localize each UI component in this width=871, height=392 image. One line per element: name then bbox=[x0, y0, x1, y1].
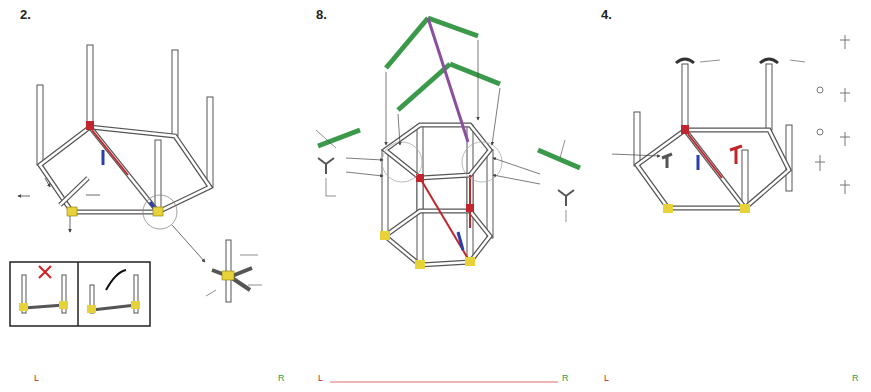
side-marker: R bbox=[852, 374, 859, 383]
step-figure bbox=[316, 18, 580, 269]
side-marker: L bbox=[604, 374, 609, 383]
side-marker: R bbox=[278, 374, 285, 383]
step-number: 4. bbox=[601, 8, 612, 21]
step-figure bbox=[10, 45, 262, 326]
step-figure bbox=[612, 35, 850, 213]
side-marker: R bbox=[562, 374, 569, 383]
step-number: 2. bbox=[20, 8, 31, 21]
guide-line bbox=[330, 382, 558, 383]
step-number: 8. bbox=[316, 8, 327, 21]
side-marker: L bbox=[34, 374, 39, 383]
side-marker: L bbox=[318, 374, 323, 383]
